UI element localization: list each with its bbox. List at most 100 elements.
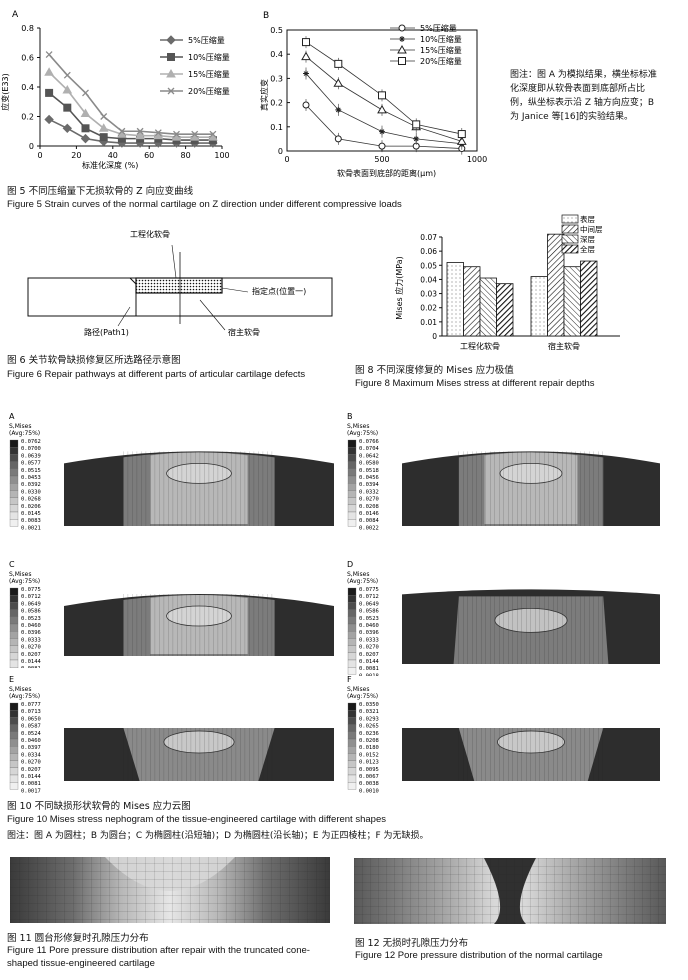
legend-value: 0.0766: [359, 439, 379, 445]
y-tick-label: 0.5: [270, 26, 283, 35]
legend-swatch: [561, 224, 579, 234]
legend-value: 0.0523: [21, 616, 41, 622]
data-point: [62, 84, 73, 94]
legend-value: 0.0095: [359, 767, 379, 773]
legend-value: 0.0392: [21, 482, 41, 488]
legend-value: 0.0017: [21, 788, 41, 793]
defect-region: [163, 730, 235, 754]
fig11-pore-pressure-image: [10, 857, 330, 923]
x-tick-label: 0: [37, 151, 42, 160]
legend-color-cell: [9, 475, 19, 484]
legend-title: S,Mises: [347, 686, 370, 693]
legend-value: 0.0265: [359, 724, 379, 730]
legend-label: 15%压缩量: [420, 45, 462, 55]
legend-color-cell: [9, 645, 19, 653]
series-line: [305, 41, 462, 135]
data-point: [135, 130, 145, 140]
y-tick-label: 0.2: [270, 99, 283, 108]
legend-color-cell: [9, 767, 19, 776]
series-4: [302, 36, 466, 141]
x-tick-label: 20: [71, 151, 81, 160]
legend-title: S,Mises: [9, 423, 32, 430]
legend-label: 20%压缩量: [188, 86, 230, 96]
legend-label: 5%压缩量: [188, 35, 225, 45]
data-point: [45, 88, 54, 97]
fig5b-xlabel: 软骨表面到底部的距离(μm): [337, 168, 436, 178]
data-point: [63, 103, 72, 112]
data-point: [44, 67, 54, 76]
data-point: [399, 36, 405, 42]
data-point: [82, 89, 89, 97]
legend-color-cell: [347, 468, 357, 477]
legend-color-cell: [347, 753, 357, 761]
series-line: [48, 92, 213, 141]
data-point: [398, 57, 406, 65]
legend-color-cell: [347, 717, 357, 725]
legend-value: 0.0712: [359, 594, 379, 600]
legend-value: 0.0180: [359, 745, 379, 751]
legend-color-cell: [9, 631, 19, 639]
bar-2-3: [563, 266, 581, 337]
legend-subtitle: (Avg:75%): [9, 578, 40, 585]
legend-value: 0.0293: [359, 716, 379, 722]
legend-color-cell: [347, 782, 357, 790]
mesh-body: [402, 728, 660, 781]
nephogram-panel-c: CS,Mises(Avg:75%)0.07750.07120.06490.058…: [9, 560, 334, 668]
legend-color-cell: [9, 609, 19, 617]
legend-title: S,Mises: [347, 423, 370, 430]
data-point: [100, 113, 108, 120]
data-point: [80, 133, 91, 144]
legend-color-cell: [347, 667, 357, 675]
bar-1-2: [463, 266, 481, 337]
legend-color-cell: [347, 587, 357, 596]
legend-color-cell: [347, 724, 357, 732]
fig5b-series: [301, 36, 467, 155]
legend-color-cell: [9, 519, 19, 527]
data-point: [45, 51, 53, 59]
engineered-cartilage-region: [135, 277, 223, 294]
fig8-bars: [446, 233, 598, 337]
legend-value: 0.0270: [21, 760, 41, 766]
legend-color-cell: [347, 483, 357, 491]
legend-value: 0.0775: [359, 587, 379, 593]
legend-subtitle: (Avg:75%): [347, 430, 378, 437]
panel-letter-b: B: [263, 11, 269, 21]
data-point: [412, 120, 421, 129]
x-tick-label: 100: [214, 151, 229, 160]
legend-label: 深层: [580, 235, 595, 244]
panel-letter: E: [9, 675, 14, 684]
series-4: [45, 51, 217, 138]
data-point: [457, 130, 466, 139]
fig5b-ylabel: 真实应变: [259, 79, 269, 111]
x-tick-label: 40: [108, 151, 118, 160]
y-tick-label: 0.05: [420, 261, 437, 270]
data-point: [167, 53, 175, 61]
legend-value: 0.0524: [21, 731, 42, 737]
legend-value: 0.0208: [359, 738, 379, 744]
legend-value: 0.0453: [21, 475, 41, 481]
y-tick-label: 0.03: [420, 290, 437, 299]
legend-subtitle: (Avg:75%): [9, 693, 40, 700]
legend-color-cell: [347, 595, 357, 603]
y-tick-label: 0: [278, 147, 283, 156]
legend-label: 5%压缩量: [420, 23, 457, 33]
legend-value: 0.0396: [21, 630, 41, 636]
legend-value: 0.0207: [21, 652, 41, 658]
defect-region: [166, 605, 232, 627]
y-tick-label: 0.3: [270, 74, 283, 83]
data-point: [334, 59, 343, 68]
label-engineered-cartilage: 工程化软骨: [130, 229, 170, 239]
legend-color-cell: [9, 760, 19, 768]
legend-value: 0.0394: [359, 482, 380, 488]
nephogram-panel-b: BS,Mises(Avg:75%)0.07660.07040.06420.058…: [347, 412, 660, 531]
legend-color-cell: [347, 710, 357, 718]
legend-color-cell: [347, 760, 357, 768]
fig12-caption-cn: 图 12 无损时孔隙压力分布: [355, 938, 469, 949]
panel-letter: D: [347, 560, 353, 569]
data-point: [154, 129, 162, 137]
panel-letter-a: A: [12, 10, 19, 20]
legend-color-cell: [9, 659, 19, 668]
data-point: [81, 124, 90, 133]
